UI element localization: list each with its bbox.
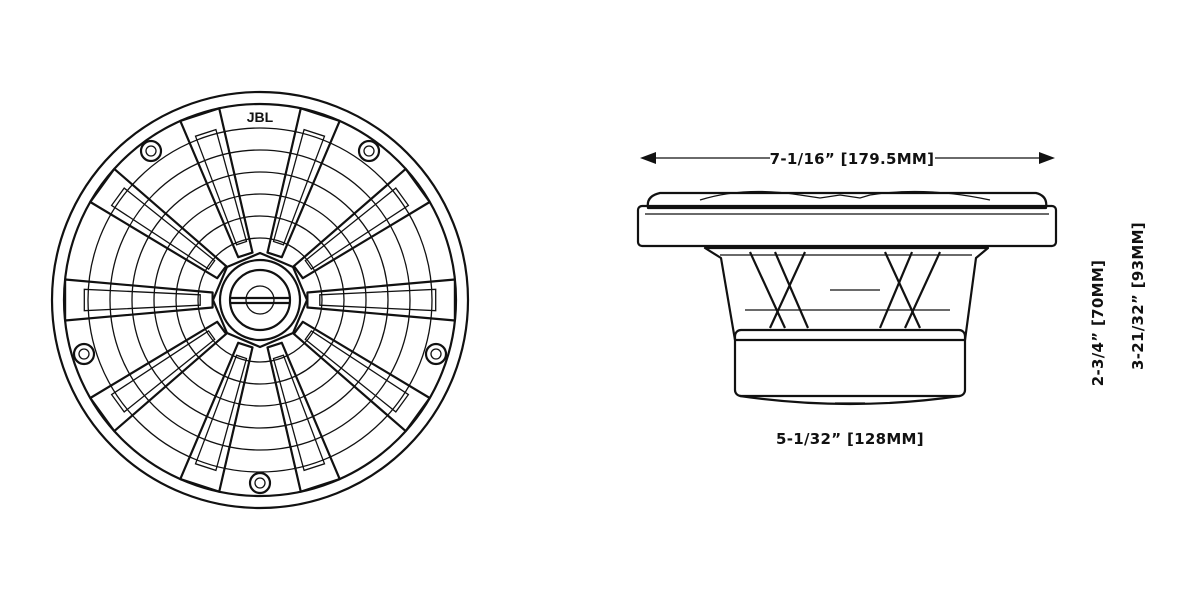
grille-spoke <box>179 107 254 259</box>
screw-hole <box>357 139 381 163</box>
screw-hole <box>139 139 163 163</box>
mounting-depth-label: 2-3/4” [70MM] <box>1089 260 1107 386</box>
mounting-screws <box>72 139 448 495</box>
magnet-assembly <box>733 328 967 406</box>
trim-ring <box>62 102 458 498</box>
mounting-depth-dimension: 2-3/4” [70MM] <box>1089 260 1107 386</box>
grille-ring <box>87 127 433 473</box>
screw-hole <box>72 342 96 366</box>
grille-flange <box>636 190 1058 248</box>
brand-logo: JBL <box>247 109 274 125</box>
grille-spoke <box>63 278 214 322</box>
screw-hole <box>424 342 448 366</box>
grille-spoke <box>292 167 431 280</box>
speaker-side-view: 7-1/16” [179.5MM] 5-1/32 <box>636 150 1147 448</box>
overall-diameter-label: 7-1/16” [179.5MM] <box>770 150 935 168</box>
grille-spoke <box>266 341 341 493</box>
grille-spoke <box>89 167 228 280</box>
screw-hole <box>248 471 272 495</box>
total-depth-label: 3-21/32” [93MM] <box>1129 222 1147 370</box>
total-depth-dimension: 3-21/32” [93MM] <box>1129 222 1147 370</box>
grille-spoke <box>306 278 456 322</box>
speaker-basket <box>703 246 990 342</box>
cone-rings <box>109 149 411 451</box>
grille-spoke <box>266 107 341 259</box>
basket-diameter-label: 5-1/32” [128MM] <box>776 430 924 448</box>
outer-rim <box>50 90 470 510</box>
speaker-front-view: JBL <box>50 90 470 510</box>
grille-spoke <box>89 320 228 433</box>
grille-spokes <box>63 107 456 493</box>
grille-spoke <box>179 341 254 493</box>
grille-spoke <box>292 320 431 433</box>
overall-diameter-dimension: 7-1/16” [179.5MM] <box>640 150 1055 168</box>
center-hub <box>211 251 309 349</box>
